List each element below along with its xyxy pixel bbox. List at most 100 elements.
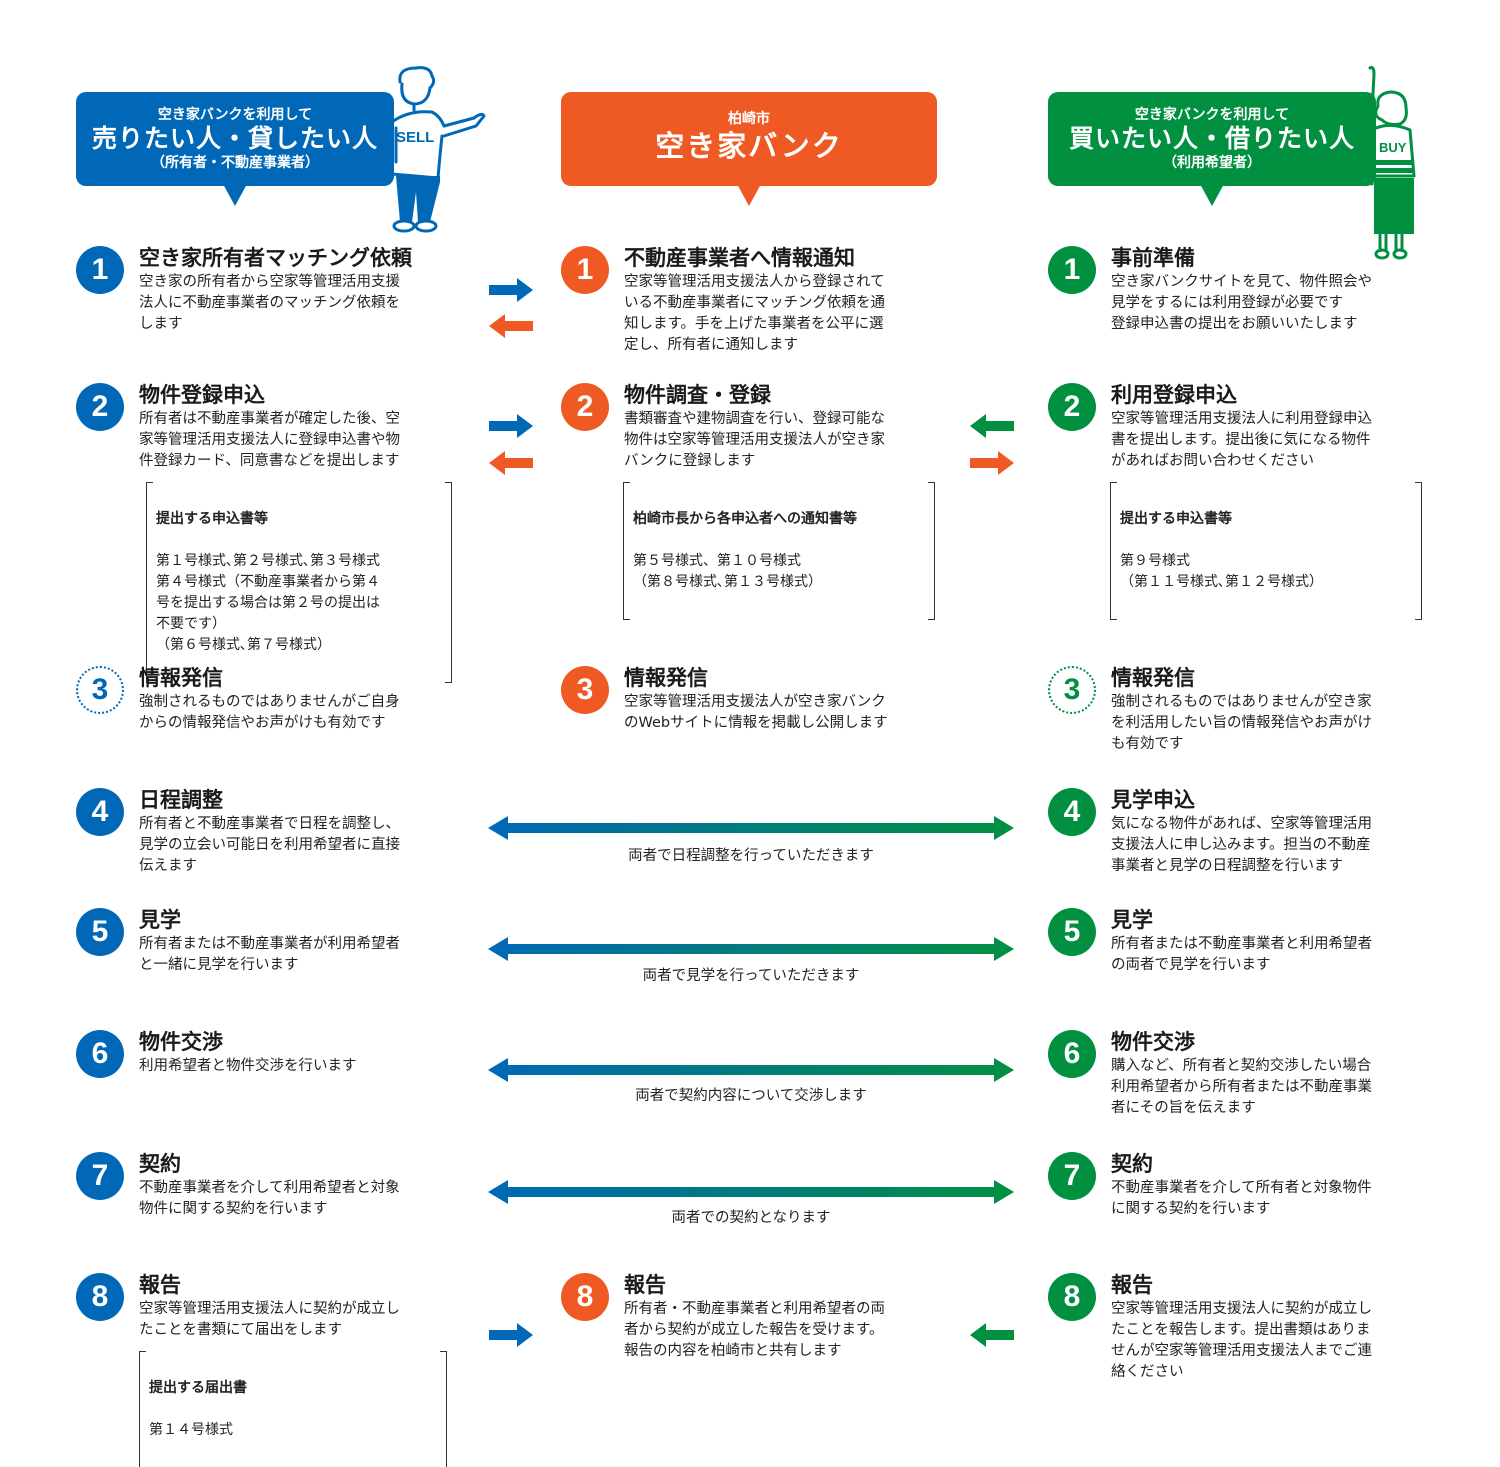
buyer-step-4: 4 見学申込 気になる物件があれば、空家等管理活用 支援法人に申し込みます。担当… — [1048, 786, 1448, 877]
step-number-badge: 2 — [76, 383, 124, 431]
arrow-right-icon — [970, 451, 1014, 475]
step-number-badge: 2 — [1048, 383, 1096, 431]
seller-step-2: 2 物件登録申込 所有者は不動産事業者が確定した後、空 家等管理活用支援法人に登… — [76, 381, 476, 683]
seller-step-4: 4 日程調整 所有者と不動産事業者で日程を調整し、 見学の立会い可能日を利用希望… — [76, 786, 476, 877]
bank-header-main: 空き家バンク — [655, 129, 843, 163]
arrow-right-icon — [489, 1323, 533, 1347]
step-title: 見学申込 — [1111, 788, 1195, 812]
notification-documents-box: 柏崎市長から各申込者への通知書等 第５号様式、第１０号様式 （第８号様式､第１３… — [623, 482, 935, 620]
svg-text:BUY: BUY — [1379, 140, 1407, 155]
mutual-arrow-label: 両者での契約となります — [671, 1210, 831, 1226]
documents-title: 提出する申込書等 — [1120, 511, 1232, 527]
step-title: 見学 — [139, 908, 181, 932]
step-title: 情報発信 — [624, 666, 708, 690]
step-number-badge: 4 — [76, 788, 124, 836]
seller-step-6: 6 物件交渉 利用希望者と物件交渉を行います — [76, 1028, 476, 1078]
svg-text:SELL: SELL — [396, 129, 434, 146]
seller-header-paren: （所有者・不動産事業者） — [151, 155, 319, 171]
step-number-badge: 3 — [561, 666, 609, 714]
documents-list: 第１４号様式 — [149, 1422, 233, 1438]
seller-step-8: 8 報告 空家等管理活用支援法人に契約が成立し たことを書類にて届出をします 提… — [76, 1271, 476, 1467]
step-title: 情報発信 — [1111, 666, 1195, 690]
step-number-badge: 1 — [1048, 246, 1096, 294]
step-description: 購入など、所有者と契約交渉したい場合 利用希望者から所有者または不動産事業 者に… — [1111, 1058, 1372, 1116]
step-title: 報告 — [624, 1273, 666, 1297]
step-description: 空家等管理活用支援法人に利用登録申込 書を提出します。提出後に気になる物件 があ… — [1111, 411, 1372, 469]
bank-step-2: 2 物件調査・登録 書類審査や建物調査を行い、登録可能な 物件は空家等管理活用支… — [561, 381, 961, 620]
step-description: 所有者・不動産事業者と利用希望者の両 者から契約が成立した報告を受けます。 報告… — [624, 1301, 885, 1359]
buyer-step-7: 7 契約 不動産事業者を介して所有者と対象物件 に関する契約を行います — [1048, 1150, 1448, 1220]
step-description: 空家等管理活用支援法人に契約が成立し たことを書類にて届出をします — [139, 1301, 400, 1338]
step-number-badge: 7 — [76, 1152, 124, 1200]
arrow-left-icon — [489, 451, 533, 475]
step-title: 事前準備 — [1111, 246, 1195, 270]
step-title: 物件調査・登録 — [624, 383, 771, 407]
step-title: 見学 — [1111, 908, 1153, 932]
mutual-arrow-label: 両者で日程調整を行っていただきます — [628, 848, 874, 864]
documents-list: 第５号様式、第１０号様式 （第８号様式､第１３号様式） — [633, 553, 822, 590]
step-number-badge: 1 — [76, 246, 124, 294]
bank-header: 柏崎市 空き家バンク — [561, 92, 937, 206]
step-number-badge: 8 — [1048, 1273, 1096, 1321]
step-title: 報告 — [139, 1273, 181, 1297]
step-number-badge: 2 — [561, 383, 609, 431]
step-title: 不動産事業者へ情報通知 — [624, 246, 855, 270]
step-description: 空家等管理活用支援法人が空き家バンク のWebサイトに情報を掲載し公開します — [624, 694, 888, 731]
step-title: 日程調整 — [139, 788, 223, 812]
step-number-badge: 7 — [1048, 1152, 1096, 1200]
step-title: 契約 — [1111, 1152, 1153, 1176]
buyer-step-5: 5 見学 所有者または不動産事業者と利用希望者 の両者で見学を行います — [1048, 906, 1448, 976]
bank-step-1: 1 不動産事業者へ情報通知 空家等管理活用支援法人から登録されて いる不動産事業… — [561, 244, 961, 356]
step-description: 強制されるものではありませんが空き家 を利活用したい旨の情報発信やお声がけ も有… — [1111, 694, 1372, 752]
step-description: 不動産事業者を介して利用希望者と対象 物件に関する契約を行います — [139, 1180, 400, 1217]
step-description: 所有者と不動産事業者で日程を調整し、 見学の立会い可能日を利用希望者に直接 伝え… — [139, 816, 400, 874]
seller-step-3: 3 情報発信 強制されるものではありませんがご自身 からの情報発信やお声がけも有… — [76, 664, 476, 734]
buyer-step-1: 1 事前準備 空き家バンクサイトを見て、物件照会や 見学をするには利用登録が必要… — [1048, 244, 1448, 335]
buyer-header: 空き家バンクを利用して 買いたい人・借りたい人 （利用希望者） — [1048, 92, 1376, 206]
seller-step-7: 7 契約 不動産事業者を介して利用希望者と対象 物件に関する契約を行います — [76, 1150, 476, 1220]
seller-step-5: 5 見学 所有者または不動産事業者が利用希望者 と一緒に見学を行います — [76, 906, 476, 976]
arrow-right-icon — [489, 414, 533, 438]
double-arrow-icon — [488, 1180, 1014, 1204]
step-number-badge: 5 — [1048, 908, 1096, 956]
buyer-step-6: 6 物件交渉 購入など、所有者と契約交渉したい場合 利用希望者から所有者または不… — [1048, 1028, 1448, 1119]
step-description: 強制されるものではありませんがご自身 からの情報発信やお声がけも有効です — [139, 694, 400, 731]
double-arrow-icon — [488, 1058, 1014, 1082]
step-number-badge: 8 — [76, 1273, 124, 1321]
documents-title: 柏崎市長から各申込者への通知書等 — [633, 511, 857, 527]
step-description: 空き家の所有者から空家等管理活用支援 法人に不動産事業者のマッチング依頼を しま… — [139, 274, 400, 332]
step-description: 空家等管理活用支援法人に契約が成立し たことを報告します。提出書類はありま せん… — [1111, 1301, 1372, 1380]
step-title: 物件交渉 — [1111, 1030, 1195, 1054]
step-number-badge: 5 — [76, 908, 124, 956]
seller-header-sub: 空き家バンクを利用して — [157, 107, 313, 123]
documents-list: 第１号様式､第２号様式､第３号様式 第４号様式（不動産事業者から第４ 号を提出す… — [156, 553, 380, 653]
seller-header: 空き家バンクを利用して 売りたい人・貸したい人 （所有者・不動産事業者） — [76, 92, 394, 206]
step-description: 気になる物件があれば、空家等管理活用 支援法人に申し込みます。担当の不動産 事業… — [1111, 816, 1372, 874]
arrow-left-icon — [489, 314, 533, 338]
step-title: 物件交渉 — [139, 1030, 223, 1054]
arrow-left-icon — [970, 1323, 1014, 1347]
double-arrow-icon — [488, 816, 1014, 840]
bank-step-8: 8 報告 所有者・不動産事業者と利用希望者の両 者から契約が成立した報告を受けま… — [561, 1271, 961, 1362]
buyer-header-paren: （利用希望者） — [1163, 155, 1261, 171]
step-number-badge-optional: 3 — [1048, 666, 1096, 714]
step-description: 利用希望者と物件交渉を行います — [139, 1058, 357, 1074]
step-title: 情報発信 — [139, 666, 223, 690]
documents-list: 第９号様式 （第１１号様式､第１２号様式） — [1120, 553, 1323, 590]
documents-title: 提出する申込書等 — [156, 511, 268, 527]
arrow-right-icon — [489, 278, 533, 302]
mutual-arrow-label: 両者で見学を行っていただきます — [642, 968, 860, 984]
step-description: 不動産事業者を介して所有者と対象物件 に関する契約を行います — [1111, 1180, 1372, 1217]
step-description: 空き家バンクサイトを見て、物件照会や 見学をするには利用登録が必要です 登録申込… — [1111, 274, 1372, 332]
buyer-header-main: 買いたい人・借りたい人 — [1068, 124, 1355, 153]
required-documents-box: 提出する届出書 第１４号様式 — [139, 1351, 447, 1467]
step-title: 利用登録申込 — [1111, 383, 1237, 407]
mutual-arrow-label: 両者で契約内容について交渉します — [635, 1088, 867, 1104]
buyer-step-8: 8 報告 空家等管理活用支援法人に契約が成立し たことを報告します。提出書類はあ… — [1048, 1271, 1448, 1383]
seller-header-main: 売りたい人・貸したい人 — [91, 124, 378, 153]
seller-person-icon: SELL — [388, 66, 486, 233]
buyer-person-icon: BUY — [1368, 66, 1416, 260]
required-documents-box: 提出する申込書等 第９号様式 （第１１号様式､第１２号様式） — [1110, 482, 1422, 620]
step-number-badge: 1 — [561, 246, 609, 294]
step-description: 空家等管理活用支援法人から登録されて いる不動産事業者にマッチング依頼を通 知し… — [624, 274, 885, 353]
